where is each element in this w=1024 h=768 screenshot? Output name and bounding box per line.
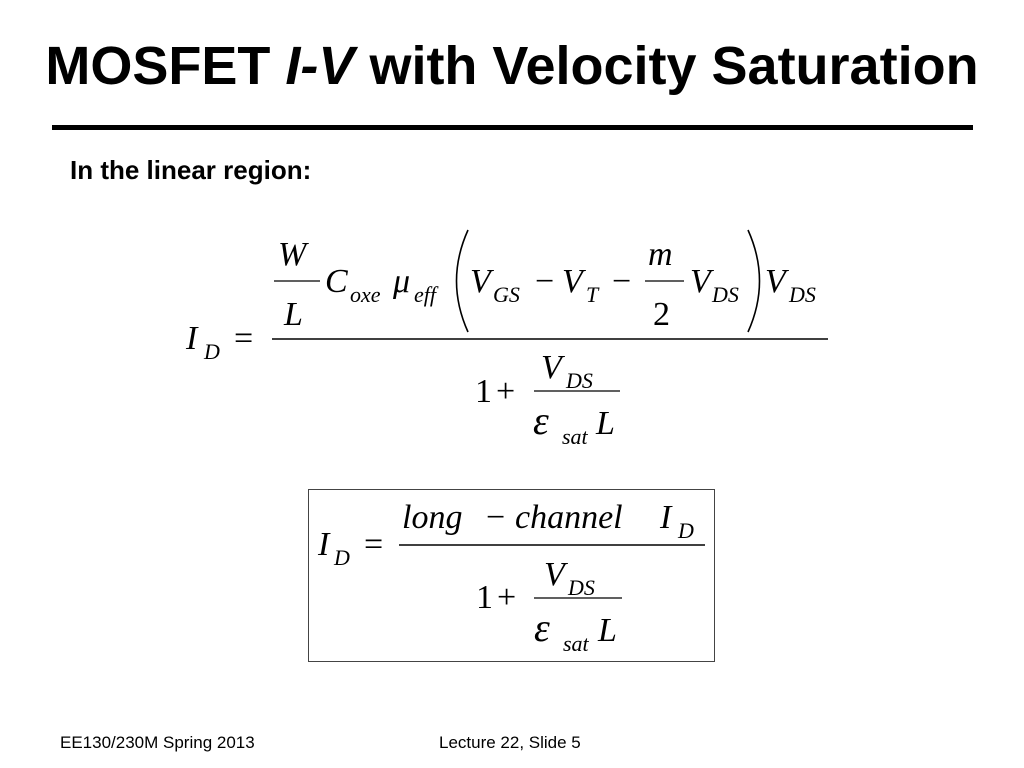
eq2-sat: sat [563,631,590,656]
eq1-T: T [586,282,600,307]
eq2-channel: channel [515,499,623,536]
eq1-DS2: DS [788,282,816,307]
eq1-DS1: DS [711,282,739,307]
section-subheading: In the linear region: [70,155,312,185]
eq1-lhs-sub: D [203,339,220,364]
eq1-m: m [648,236,673,273]
title-main: MOSFET [45,36,286,96]
boxed-equation-frame [308,489,715,662]
eq1-C: C [325,263,348,300]
eq2-lhs-sub: D [333,545,350,570]
eq2-den-V: V [544,556,569,593]
eq1-mu: μ [392,263,410,300]
eq2-lhs-I: I [317,526,331,563]
eq1-minus1: − [535,263,554,300]
eq1-den-DS: DS [565,368,593,393]
eq1-minus2: − [612,263,631,300]
eq2-num-sub: D [677,518,694,543]
eq1-equals: = [234,320,253,357]
eq2-epsilon: ε [534,605,550,650]
eq1-den-L: L [595,405,615,442]
eq1-W: W [278,236,309,273]
eq1-epsilon: ε [533,398,549,443]
eq1-one: 1 [475,373,492,410]
eq1-GS: GS [493,282,520,307]
eq1-sat: sat [562,424,589,449]
footer-course: EE130/230M Spring 2013 [60,733,255,752]
eq1-two: 2 [653,296,670,333]
eq2-long: long [402,499,462,536]
eq1-mu-sub: eff [414,282,439,307]
title-rest: with Velocity Saturation [354,36,979,96]
eq2-one: 1 [476,579,493,616]
eq1-plus: + [496,373,515,410]
eq1-C-sub: oxe [350,282,381,307]
eq2-equals: = [364,526,383,563]
eq1-right-paren [747,229,761,333]
eq2-num-I: I [659,499,673,536]
eq2-plus: + [497,579,516,616]
slide-title: MOSFET I-V with Velocity Saturation [0,34,1024,98]
eq1-L: L [283,296,303,333]
eq1-left-paren [455,229,469,333]
footer-slide-number: Lecture 22, Slide 5 [439,733,581,752]
title-divider [52,125,973,130]
eq2-den-DS: DS [567,575,595,600]
title-italic: I-V [285,36,355,96]
eq1-lhs-I: I [185,320,199,357]
eq2-den-L: L [597,612,617,649]
eq2-minus: − [486,499,505,536]
